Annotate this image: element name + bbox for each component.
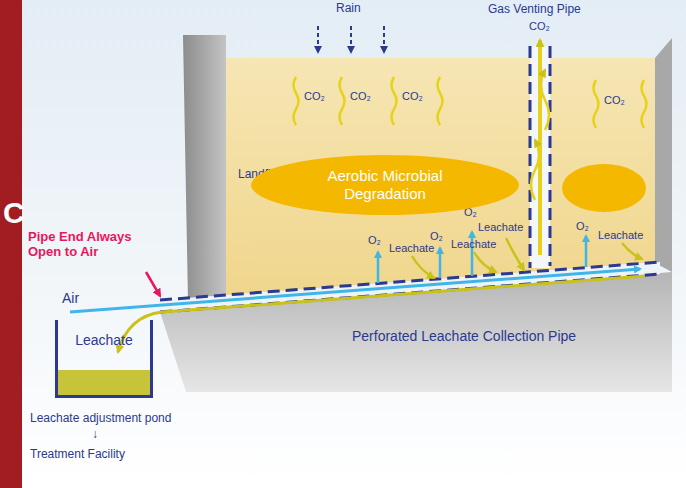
gas-label: CO₂ [604,94,625,107]
gas-label: CO₂ [304,90,325,103]
facility-label: Treatment Facility [30,448,125,462]
flow-label: Leachate [389,242,434,255]
callout-note: Pipe End Always Open to Air [28,230,150,260]
air-label: Air [62,290,79,306]
flow-arrow-text: ↓ [92,428,98,442]
band-letter: C [3,196,25,231]
gas-label: CO₂ [350,90,371,103]
flow-label: Leachate [451,238,496,251]
pond-label: Leachate adjustment pond [30,412,171,426]
pipe-label: Perforated Leachate Collection Pipe [352,328,576,344]
process-ellipse: Aerobic Microbial Degradation [250,154,520,216]
gas-label: O₂ [430,230,443,243]
tank-shape [55,320,153,398]
gas-label: CO₂ [402,90,423,103]
rain-label: Rain [336,2,361,16]
gas-label: CO₂ [529,20,550,33]
pipe-label: Gas Venting Pipe [488,3,581,17]
flow-label: Leachate [478,221,523,234]
pond-tank: Leachate [55,320,153,398]
process-text: Aerobic Microbial Degradation [310,167,460,203]
gas-label: O₂ [368,234,381,247]
gas-label: O₂ [576,220,589,233]
tank-label: Leachate [75,332,133,349]
flow-label: Leachate [598,229,643,242]
